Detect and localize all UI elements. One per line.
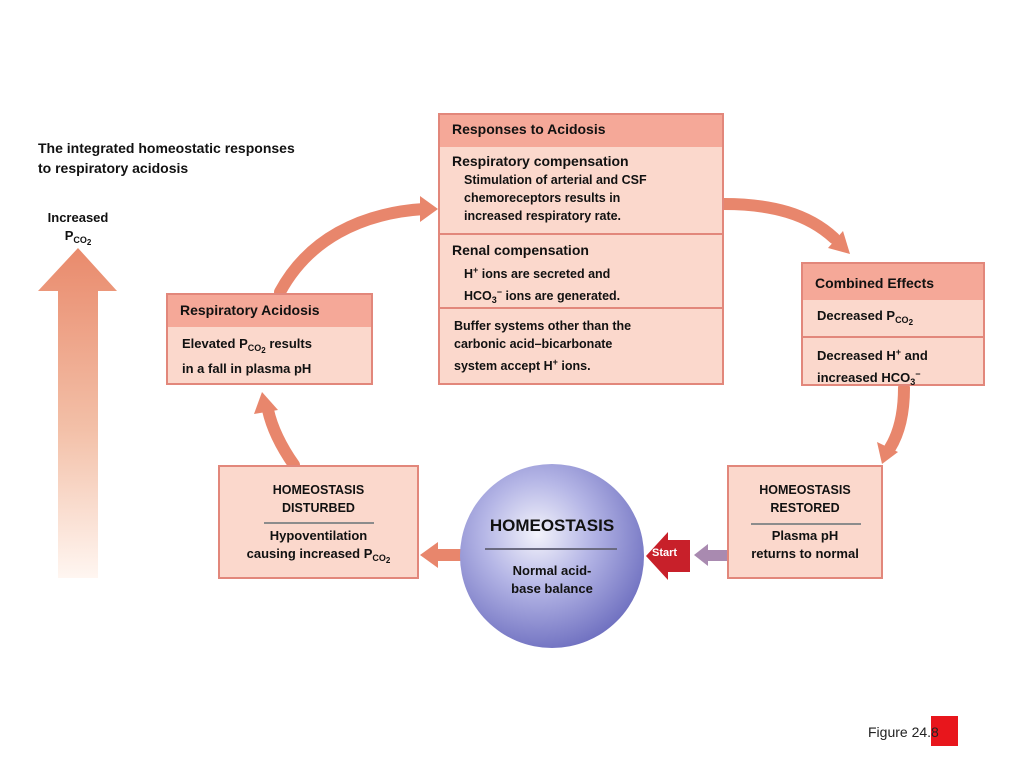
combined-effects-box: Combined Effects Decreased PCO2 Decrease… (801, 262, 985, 387)
restored-line: returns to normal (751, 546, 859, 561)
slide-marker (931, 716, 958, 746)
respiratory-acidosis-box: Respiratory Acidosis Elevated PCO2 resul… (166, 293, 373, 385)
arrow-acidosis-to-responses (274, 203, 430, 298)
increase-arrow-icon (38, 248, 117, 578)
respiratory-line: chemoreceptors results in (464, 191, 621, 205)
arrowhead-acidosis (254, 392, 278, 414)
restored-line: Plasma pH (771, 528, 839, 543)
figure-label: Figure 24.8 (868, 724, 939, 740)
respiratory-compensation-section: Respiratory compensation Stimulation of … (440, 147, 722, 233)
arrowhead-start (694, 544, 708, 566)
acidosis-line-2: in a fall in plasma pH (182, 361, 312, 376)
start-marker-icon (646, 532, 690, 580)
disturbed-line: Hypoventilation (269, 528, 368, 543)
restored-title: HOMEOSTASIS RESTORED (729, 467, 881, 517)
start-label: Start (652, 547, 678, 559)
respiratory-line: increased respiratory rate. (464, 209, 622, 223)
arrowhead-disturbed (420, 542, 438, 568)
restored-title-line: HOMEOSTASIS (759, 483, 851, 497)
homeostasis-title: HOMEOSTASIS (489, 516, 615, 535)
arrowhead-restored (877, 442, 898, 464)
increased-label: Increased (47, 210, 109, 225)
title-line-1: The integrated homeostatic responses (38, 140, 295, 156)
responses-header: Responses to Acidosis (440, 115, 722, 147)
buffer-systems-section: Buffer systems other than the carbonic a… (440, 307, 722, 375)
homeostasis-sphere (460, 464, 644, 648)
buffer-line: Buffer systems other than the (454, 319, 632, 333)
renal-line-2: HCO3− ions are generated. (464, 287, 621, 305)
renal-compensation-title: Renal compensation (452, 242, 589, 258)
disturbed-title: HOMEOSTASIS DISTURBED (220, 467, 417, 517)
homeostasis-disturbed-box: HOMEOSTASIS DISTURBED Hypoventilation ca… (218, 465, 419, 579)
renal-compensation-text: H+ ions are secreted and HCO3− ions are … (452, 261, 710, 309)
arrowhead-combined (828, 231, 850, 254)
arrowhead-responses (420, 196, 438, 222)
respiratory-line: Stimulation of arterial and CSF (464, 173, 647, 187)
buffer-line: system accept H+ ions. (454, 357, 591, 373)
renal-compensation-section: Renal compensation H+ ions are secreted … (440, 233, 722, 307)
homeostasis-restored-box: HOMEOSTASIS RESTORED Plasma pH returns t… (727, 465, 883, 579)
disturbed-title-line: HOMEOSTASIS (272, 483, 365, 497)
homeostasis-line: base balance (511, 581, 593, 596)
disturbed-title-line: DISTURBED (282, 501, 355, 515)
disturbed-line: causing increased PCO2 (246, 546, 391, 565)
acidosis-line-1: Elevated PCO2 results (182, 336, 312, 355)
responses-to-acidosis-box: Responses to Acidosis Respiratory compen… (438, 113, 724, 385)
restored-text: Plasma pH returns to normal (729, 517, 881, 563)
homeostasis-text: Normal acid- base balance (472, 562, 632, 598)
combined-effects-header: Combined Effects (803, 264, 983, 300)
arrow-combined-to-restored (884, 382, 910, 454)
sphere-divider (485, 548, 617, 550)
buffer-line: carbonic acid–bicarbonate (454, 337, 613, 351)
arrow-disturbed-to-acidosis (262, 404, 300, 471)
respiratory-compensation-title: Respiratory compensation (452, 153, 629, 169)
pco2-label: PCO2 (64, 228, 92, 247)
arrow-responses-to-combined (718, 198, 840, 244)
respiratory-acidosis-header: Respiratory Acidosis (168, 295, 371, 327)
disturbed-divider (264, 522, 374, 524)
diagram-title: The integrated homeostatic responses to … (38, 138, 295, 178)
homeostasis-line: Normal acid- (512, 563, 592, 578)
respiratory-acidosis-text: Elevated PCO2 results in a fall in plasm… (168, 327, 371, 378)
title-line-2: to respiratory acidosis (38, 160, 189, 176)
combined-row-1: Decreased PCO2 (817, 308, 914, 327)
increased-pco2-label: Increased PCO2 (36, 209, 120, 252)
disturbed-text: Hypoventilation causing increased PCO2 (220, 517, 417, 570)
restored-title-line: RESTORED (770, 501, 840, 515)
renal-line-1: H+ ions are secreted and (464, 265, 611, 281)
respiratory-compensation-text: Stimulation of arterial and CSF chemorec… (452, 171, 710, 225)
restored-divider (751, 523, 861, 525)
arrow-sphere-to-disturbed (434, 549, 464, 561)
combined-row-2: Decreased H+ and increased HCO3− (803, 336, 983, 391)
arrow-restored-to-start (704, 550, 728, 561)
